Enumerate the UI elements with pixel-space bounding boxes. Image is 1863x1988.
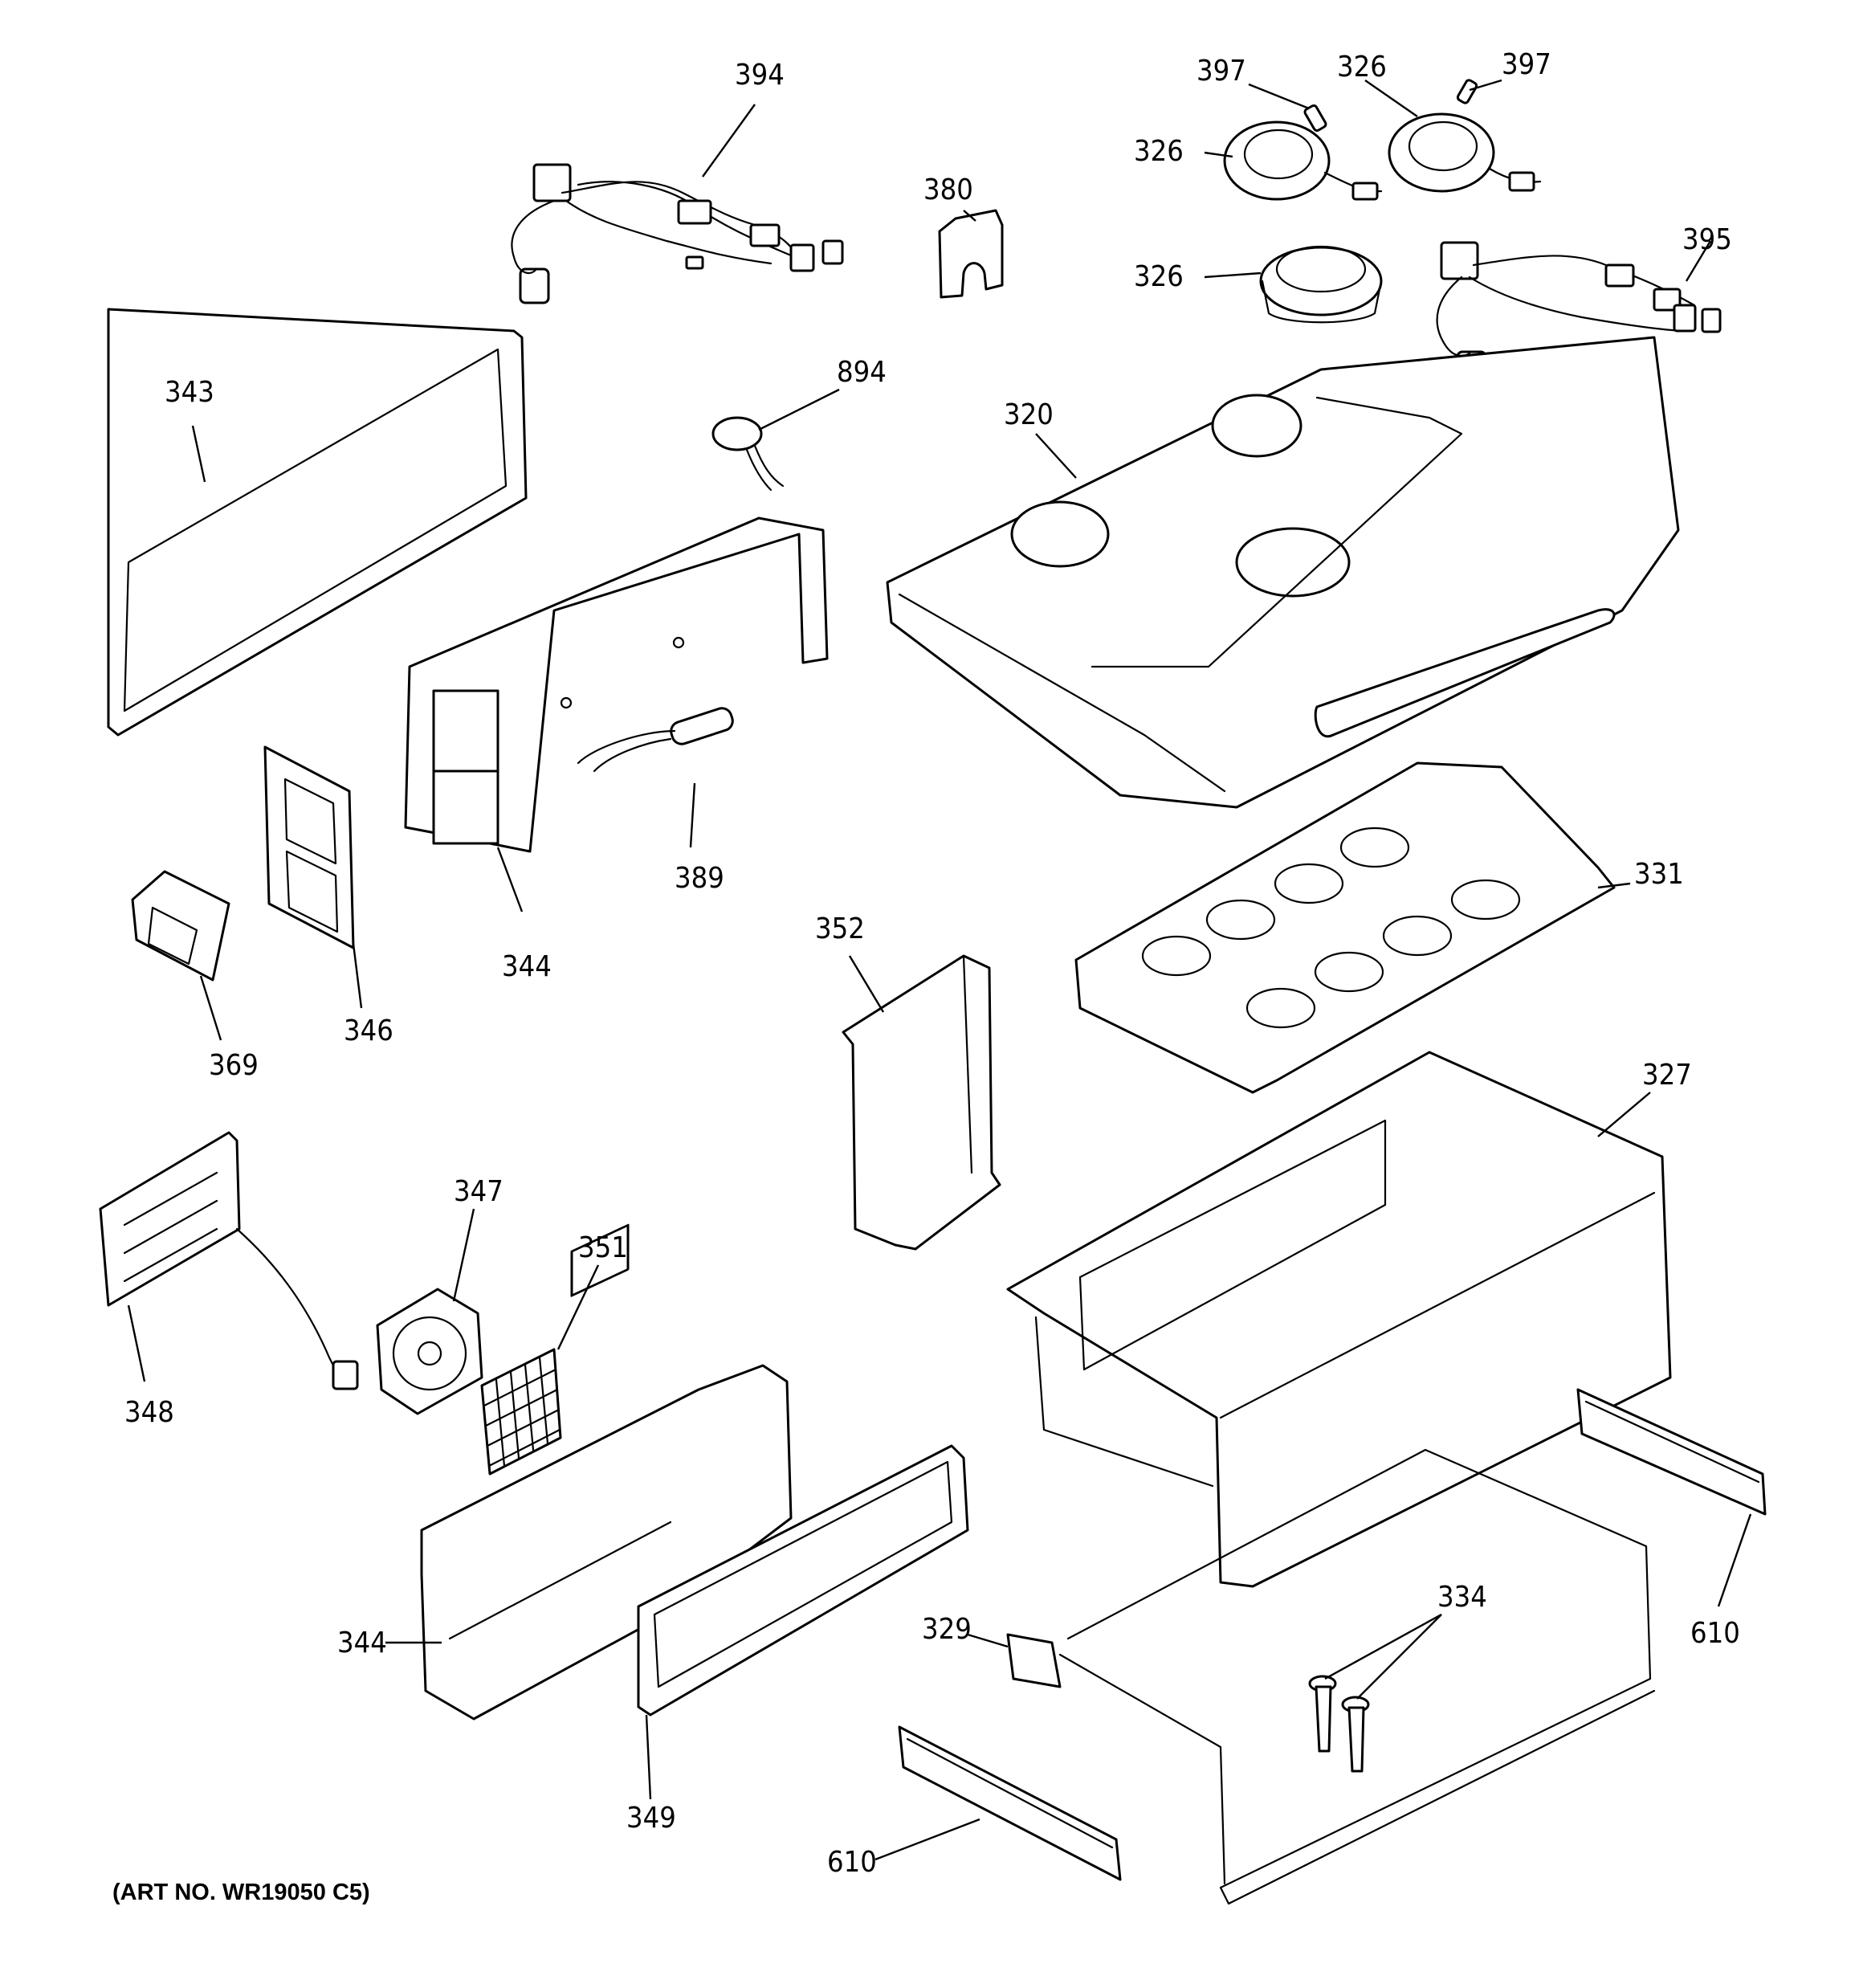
callout-346: 346 — [344, 1014, 393, 1047]
leader-lines — [127, 79, 1752, 1861]
bracket-352 — [842, 954, 1001, 1251]
callout-380: 380 — [923, 173, 973, 206]
callout-labels: 394 380 397 326 397 326 326 395 343 894 … — [124, 48, 1740, 1879]
drawer-frame — [1058, 1448, 1656, 1905]
callout-343: 343 — [165, 376, 214, 409]
bracket-329 — [1006, 1633, 1062, 1688]
top-cover-320 — [886, 336, 1680, 809]
callout-344-upper: 344 — [502, 950, 552, 983]
callout-320: 320 — [1004, 398, 1054, 431]
callout-369: 369 — [209, 1049, 259, 1082]
callout-348: 348 — [124, 1396, 174, 1429]
frame-349 — [637, 1444, 969, 1717]
callout-326-lower: 326 — [1134, 260, 1184, 293]
callout-395: 395 — [1682, 223, 1732, 256]
pin-334-left — [1308, 1675, 1337, 1753]
wire-harness-394 — [511, 163, 844, 304]
callout-344-lower: 344 — [337, 1627, 387, 1659]
panel-343 — [107, 308, 528, 737]
callout-349: 349 — [626, 1802, 676, 1835]
callout-326-left: 326 — [1134, 135, 1184, 168]
callout-894: 894 — [837, 356, 887, 389]
callout-326-top: 326 — [1337, 51, 1387, 84]
thermistor-894 — [711, 416, 785, 492]
evaporator-plate-348 — [99, 1131, 359, 1390]
drawer-327 — [1006, 1051, 1672, 1588]
bulb-397-right — [1456, 79, 1478, 104]
rail-610-left — [898, 1725, 1122, 1881]
callout-610-left: 610 — [827, 1846, 877, 1879]
callout-351: 351 — [578, 1231, 628, 1264]
callout-327: 327 — [1642, 1059, 1692, 1092]
duct-344-upper — [404, 516, 829, 853]
knob-326-right — [1388, 112, 1542, 193]
callout-334: 334 — [1437, 1581, 1487, 1614]
callout-610-right: 610 — [1690, 1617, 1740, 1650]
duct-344-lower — [420, 1223, 793, 1721]
heater-389 — [577, 707, 734, 773]
frame-346 — [263, 745, 355, 949]
ring-326-lower — [1259, 245, 1383, 324]
callout-389: 389 — [675, 862, 724, 895]
bulb-397-left — [1303, 104, 1327, 133]
callout-329: 329 — [922, 1613, 972, 1646]
housing-369 — [131, 870, 230, 982]
knob-326-left — [1223, 120, 1383, 201]
callout-347: 347 — [454, 1175, 503, 1208]
callout-331: 331 — [1634, 858, 1684, 891]
rail-610-right — [1576, 1388, 1767, 1516]
callout-394: 394 — [735, 59, 785, 92]
callout-397-right: 397 — [1502, 48, 1551, 81]
grille-351 — [480, 1348, 562, 1476]
art-number: (ART NO. WR19050 C5) — [112, 1880, 370, 1905]
cover-380 — [938, 209, 1004, 299]
pin-334-right — [1341, 1696, 1370, 1773]
callout-397-left: 397 — [1196, 55, 1246, 88]
fan-347 — [376, 1288, 483, 1415]
callout-352: 352 — [815, 912, 865, 945]
tray-331 — [1074, 761, 1616, 1094]
